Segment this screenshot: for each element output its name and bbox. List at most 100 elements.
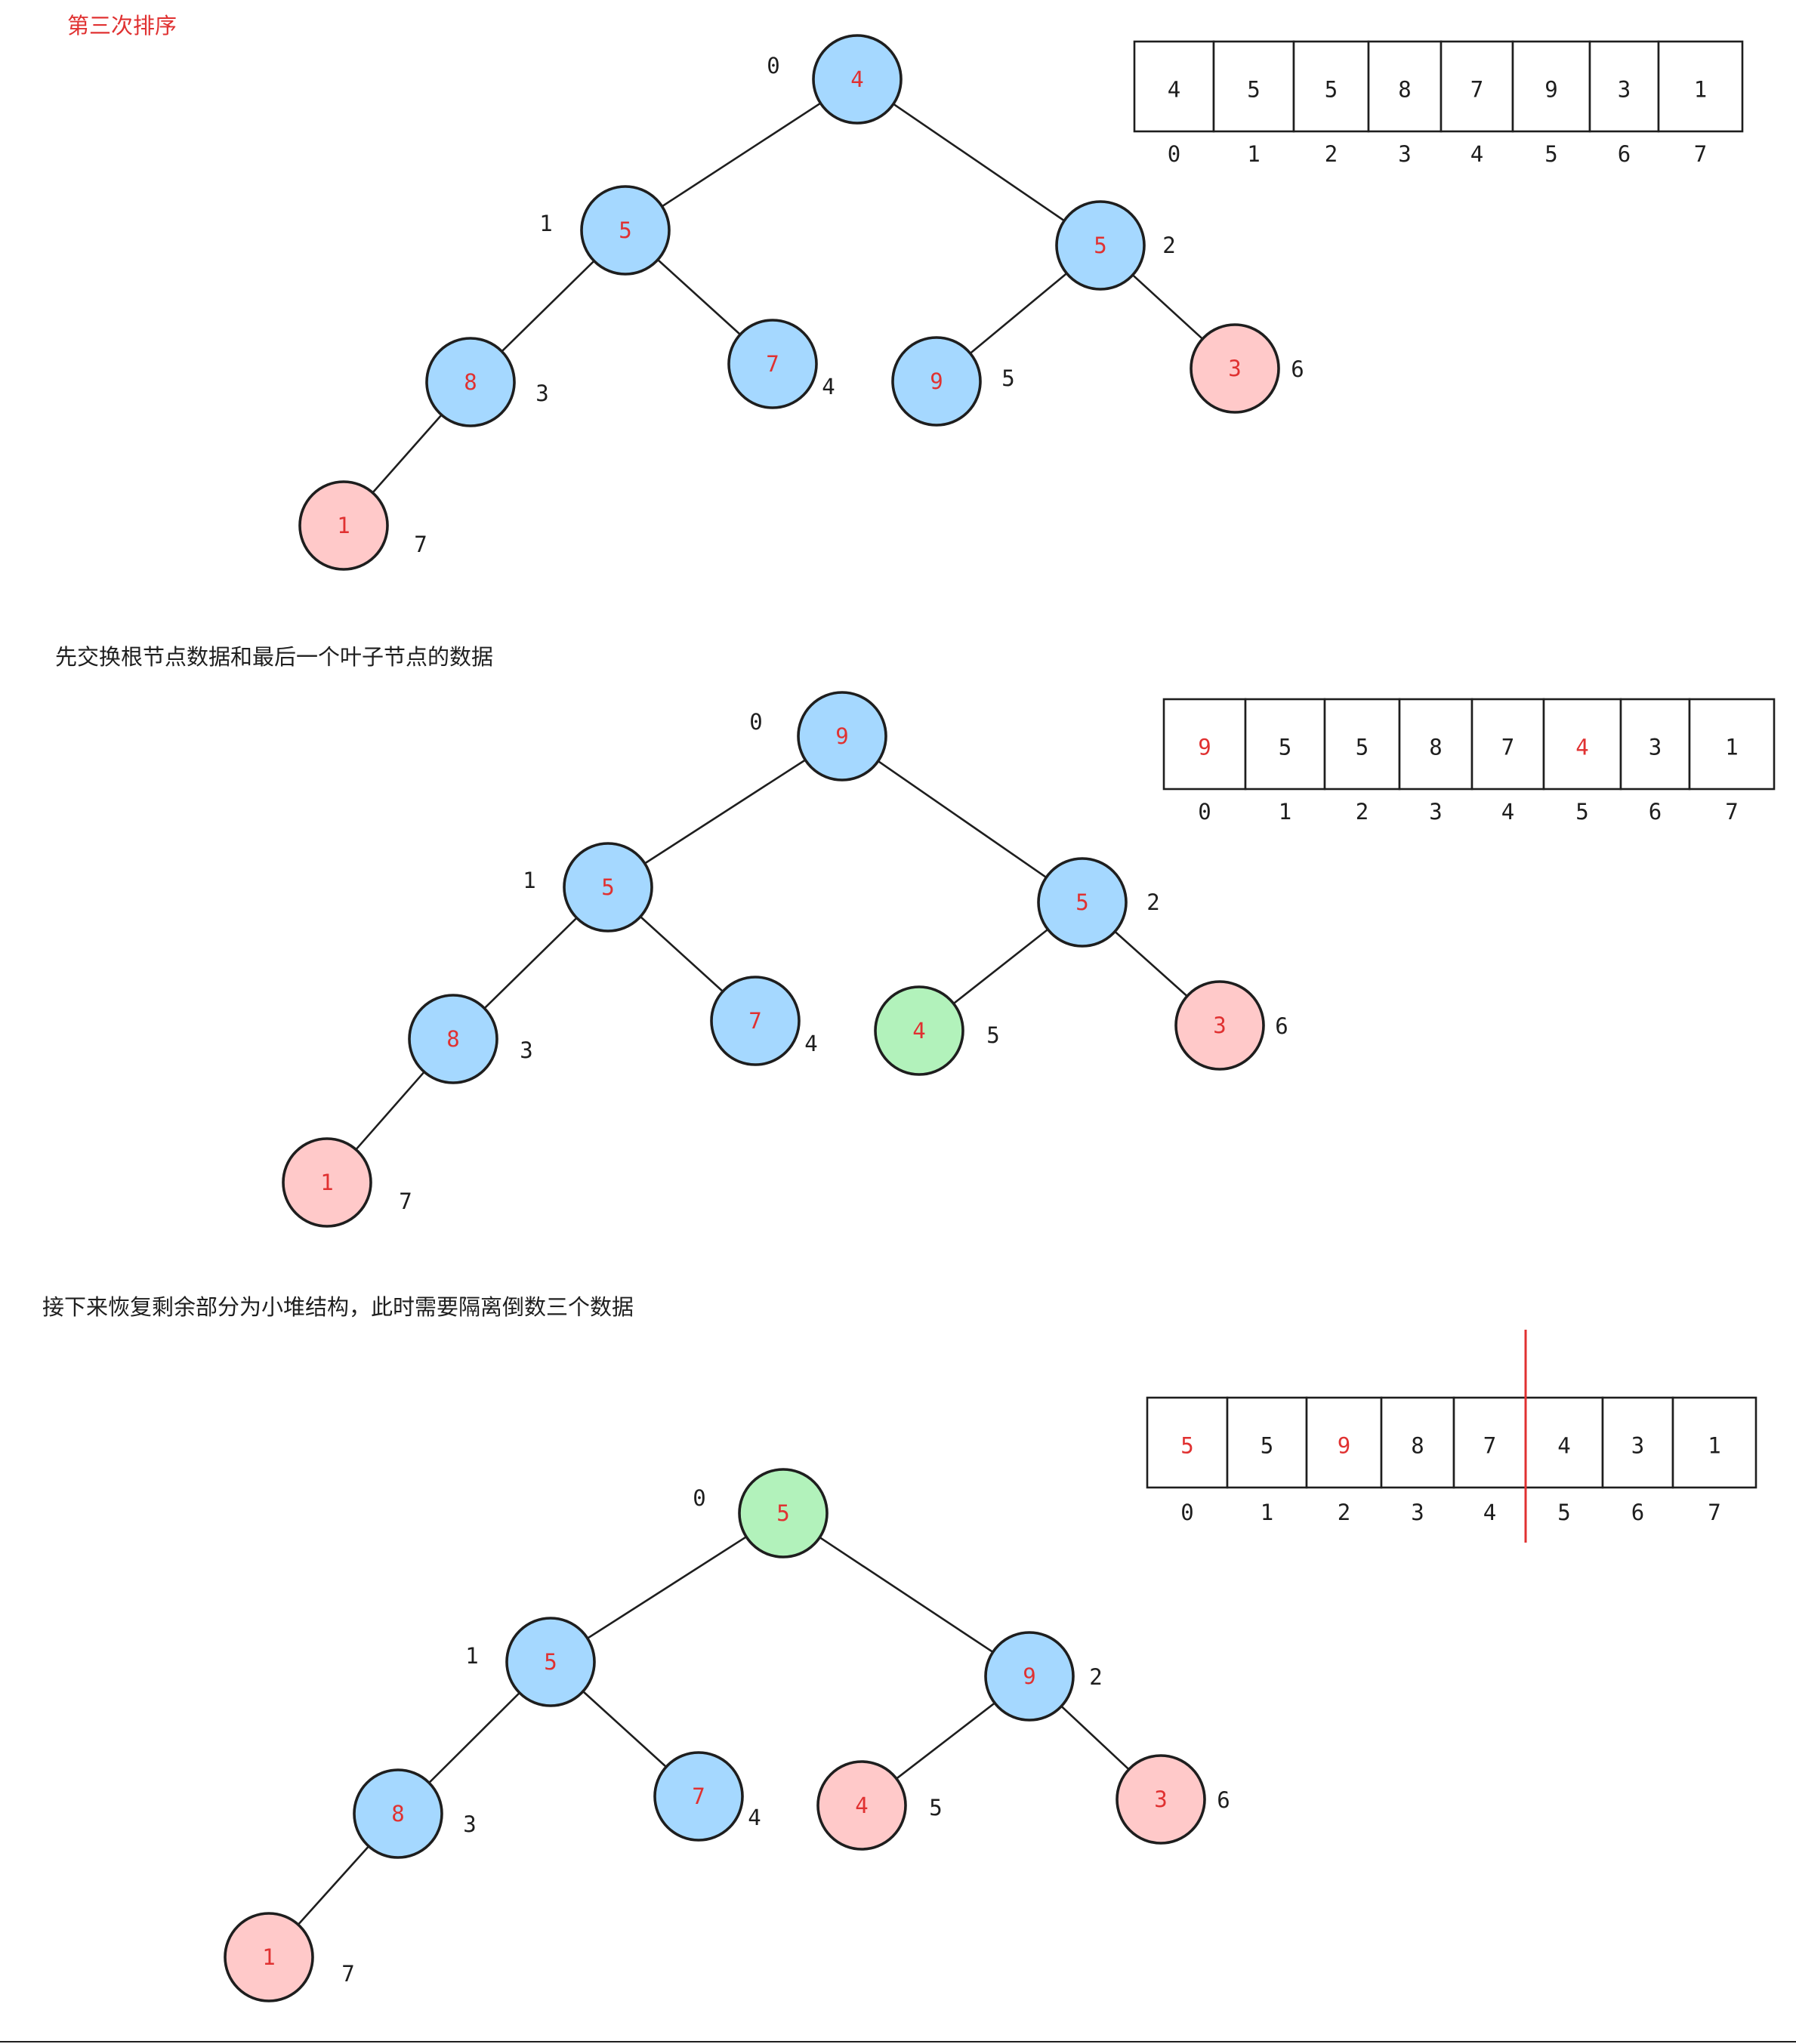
array-cell <box>1398 698 1474 791</box>
array-cell <box>1292 40 1370 133</box>
tree-node-index: 4 <box>804 1031 817 1056</box>
tree-node-circle <box>1190 323 1280 414</box>
tree-node-value: 1 <box>262 1944 275 1970</box>
tree-node-circle <box>224 1912 314 2002</box>
tree-node-value: 7 <box>692 1783 705 1809</box>
tree-node: 74 <box>653 1751 761 1842</box>
tree-node-circle <box>580 185 671 276</box>
tree-node-value: 8 <box>391 1801 404 1827</box>
array-index-label: 1 <box>1247 141 1260 167</box>
tree-edge <box>968 271 1069 356</box>
tree-edge <box>483 916 579 1010</box>
array-index-label: 5 <box>1557 1500 1570 1525</box>
array-cell <box>1470 698 1545 791</box>
tree-node-index: 4 <box>748 1805 761 1830</box>
array-index-label: 2 <box>1325 141 1338 167</box>
array-cell-value: 7 <box>1501 735 1514 760</box>
tree-node: 17 <box>298 480 427 571</box>
tree-node-value: 1 <box>320 1170 333 1195</box>
tree-node-index: 5 <box>929 1795 942 1820</box>
array-index-label: 6 <box>1618 141 1631 167</box>
array-cell-value: 7 <box>1470 77 1483 103</box>
tree-edge <box>1131 273 1205 341</box>
tree-node-index: 4 <box>822 374 835 399</box>
tree-edge <box>891 102 1066 223</box>
array-cell <box>1226 1396 1308 1489</box>
panel-2-caption: 先交换根节点数据和最后一个叶子节点的数据 <box>55 644 493 670</box>
tree-node-value: 5 <box>619 217 631 243</box>
tree-node-circle <box>891 336 982 427</box>
array-cell-value: 9 <box>1544 77 1557 103</box>
array-cell-value: 4 <box>1168 77 1180 103</box>
array-cell <box>1162 698 1247 791</box>
tree-node-value: 5 <box>544 1649 557 1675</box>
tree-node-circle <box>1116 1754 1206 1845</box>
tree-node-index: 7 <box>399 1188 412 1214</box>
tree-node-value: 8 <box>464 369 477 395</box>
tree-node: 51 <box>465 1617 596 1707</box>
tree-node: 90 <box>749 691 887 782</box>
tree-edge <box>296 1844 371 1927</box>
tree-node-index: 3 <box>520 1037 532 1063</box>
array-cell <box>1511 40 1591 133</box>
array-cell-value: 1 <box>1725 735 1738 760</box>
tree-node-value: 5 <box>776 1500 789 1526</box>
tree-node: 17 <box>224 1912 355 2002</box>
tree-node-circle <box>505 1617 596 1707</box>
tree-edge <box>876 759 1048 880</box>
tree-node-circle <box>1055 200 1146 291</box>
array-cell-value: 5 <box>1325 77 1338 103</box>
tree-edge <box>952 927 1050 1006</box>
tree-edge <box>656 257 742 337</box>
array-cell <box>1524 1396 1604 1489</box>
tree-edge <box>353 1070 427 1151</box>
tree-node-index: 2 <box>1162 233 1175 258</box>
array-cell-value: 8 <box>1429 735 1442 760</box>
array-index-label: 3 <box>1398 141 1411 167</box>
array-cell-value: 3 <box>1618 77 1631 103</box>
array-index-label: 6 <box>1649 799 1662 825</box>
array-cell-value: 5 <box>1180 1433 1193 1459</box>
array-index-label: 2 <box>1356 799 1369 825</box>
tree-node-index: 2 <box>1089 1664 1102 1690</box>
array-cell-value: 8 <box>1398 77 1411 103</box>
tree-node-circle <box>408 994 498 1084</box>
tree-edge <box>581 1689 668 1769</box>
array-cell-value: 8 <box>1411 1433 1424 1459</box>
array-index-label: 3 <box>1411 1500 1424 1525</box>
tree-node-index: 7 <box>341 1961 354 1987</box>
tree-node-value: 1 <box>337 513 350 538</box>
tree-node-value: 3 <box>1154 1787 1167 1812</box>
array-cell-value: 7 <box>1483 1433 1496 1459</box>
array-cell <box>1146 1396 1229 1489</box>
array-cell <box>1542 698 1622 791</box>
tree-node: 40 <box>767 34 903 125</box>
page-title: 第三次排序 <box>67 13 177 39</box>
tree-node-value: 4 <box>912 1018 925 1044</box>
tree-node-circle <box>727 319 818 409</box>
tree-node-value: 3 <box>1213 1013 1226 1038</box>
tree-node-circle <box>1037 857 1128 948</box>
tree-node-index: 7 <box>414 532 427 557</box>
array-index-label: 5 <box>1575 799 1588 825</box>
tree-node-index: 1 <box>465 1643 478 1669</box>
tree-node-index: 1 <box>523 868 535 893</box>
tree-edge <box>817 1535 995 1654</box>
tree-node-circle <box>563 842 653 933</box>
tree-edge <box>585 1535 748 1640</box>
tree-node-circle <box>984 1631 1075 1722</box>
tree-edge <box>427 1691 522 1785</box>
tree-node-circle <box>353 1768 443 1859</box>
